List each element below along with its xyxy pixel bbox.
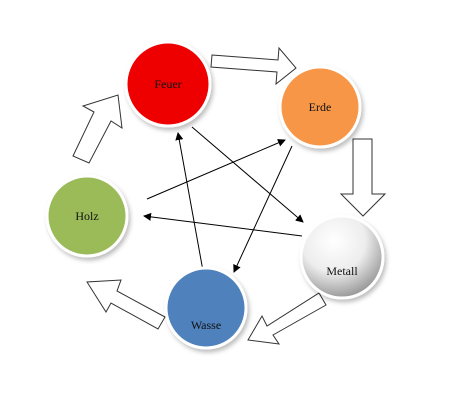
node-feuer: Feuer [124, 40, 212, 128]
node-feuer-label: Feuer [154, 77, 181, 91]
node-wasse: Wasse [164, 266, 248, 350]
thin-arrow-erde-to-wasse [233, 145, 293, 273]
block-arrow-wasse-to-holz [86, 279, 166, 330]
node-metall-circle [299, 214, 385, 300]
node-metall-label: Metall [326, 264, 358, 278]
node-wasse-label: Wasse [191, 318, 221, 332]
node-erde-circle [278, 65, 362, 149]
block-arrow-holz-to-feuer [72, 94, 123, 164]
thin-arrow-holz-to-erde [146, 139, 286, 200]
thin-arrow-metall-to-holz [143, 212, 303, 237]
node-holz: Holz [45, 174, 129, 258]
generating-cycle-arrows [72, 46, 387, 345]
node-metall: Metall [299, 214, 385, 300]
controlling-cycle-arrows [143, 126, 304, 273]
node-erde: Erde [278, 65, 362, 149]
node-wasse-circle [164, 266, 248, 350]
block-arrow-erde-to-metall [339, 138, 387, 217]
node-holz-label: Holz [75, 209, 98, 223]
block-arrow-metall-to-wasse [247, 292, 327, 345]
thin-arrow-feuer-to-metall [191, 126, 304, 223]
thin-arrow-wasse-to-feuer [175, 132, 204, 272]
node-holz-circle [45, 174, 129, 258]
node-feuer-circle [124, 40, 212, 128]
block-arrow-feuer-to-erde [210, 46, 297, 86]
node-erde-label: Erde [309, 100, 332, 114]
element-nodes: Feuer Erde Metall Wasse Holz [45, 40, 385, 350]
